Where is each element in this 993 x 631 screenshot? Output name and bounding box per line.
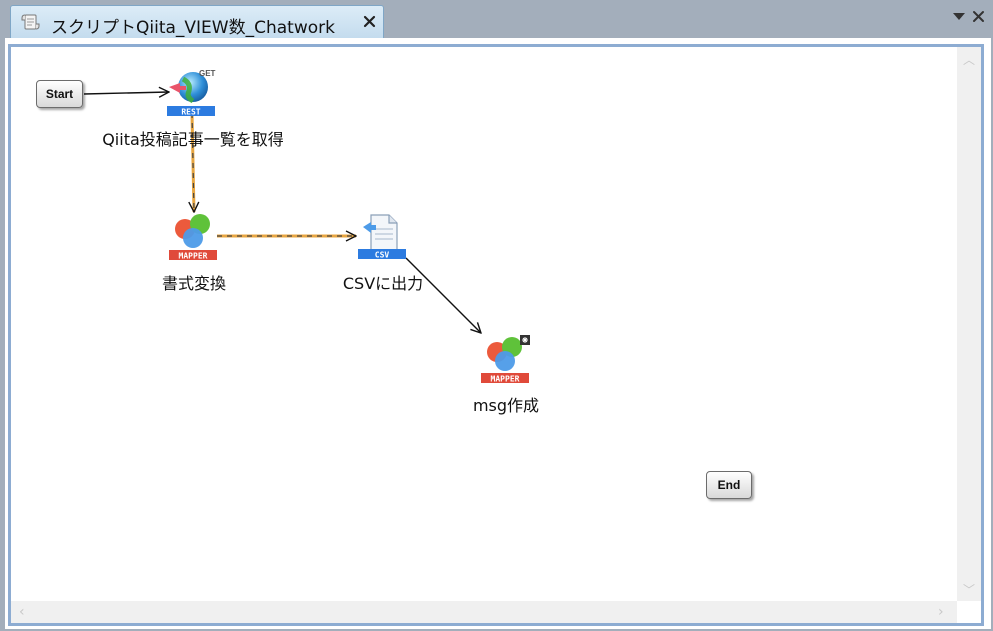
node-label-format-convert: 書式変換 — [161, 274, 227, 293]
scroll-up-icon[interactable]: ︿ — [963, 53, 976, 67]
close-icon[interactable] — [362, 14, 377, 29]
scroll-right-icon[interactable]: › — [938, 604, 944, 620]
msg-mapper-badge: MAPPER — [491, 375, 520, 384]
connector-start-rest — [83, 92, 169, 94]
panel-close-icon[interactable] — [972, 10, 985, 23]
start-node[interactable]: Start — [36, 80, 83, 108]
flow-canvas[interactable]: Start GET REST Qiita投稿記事一覧を取得 MAPPER 書式変… — [8, 44, 984, 626]
rest-icon[interactable]: GET REST — [166, 67, 218, 117]
csv-badge: CSV — [375, 251, 390, 260]
mapper-icon[interactable]: MAPPER — [168, 211, 220, 261]
end-node[interactable]: End — [706, 471, 752, 499]
rest-method: GET — [199, 69, 216, 78]
flow-connectors — [83, 47, 957, 601]
script-icon — [21, 14, 40, 30]
horizontal-scrollbar[interactable]: ‹ › — [11, 601, 957, 623]
msg-mapper-icon[interactable]: MAPPER — [480, 332, 534, 384]
rest-badge: REST — [181, 108, 200, 117]
node-label-csv-output: CSVに出力 — [342, 274, 424, 293]
node-label-qiita-fetch: Qiita投稿記事一覧を取得 — [102, 130, 284, 149]
scroll-left-icon[interactable]: ‹ — [19, 604, 25, 620]
vertical-scrollbar[interactable]: ︿ ﹀ — [957, 47, 981, 601]
script-tab[interactable]: スクリプトQiita_VIEW数_Chatwork — [10, 5, 384, 38]
chevron-down-icon[interactable] — [952, 10, 966, 22]
scroll-down-icon[interactable]: ﹀ — [963, 583, 976, 597]
connector-csv-msg — [405, 257, 481, 333]
node-label-msg-create: msg作成 — [472, 396, 540, 415]
csv-icon[interactable]: CSV — [357, 213, 409, 261]
tab-title: スクリプトQiita_VIEW数_Chatwork — [51, 18, 335, 38]
mapper-badge: MAPPER — [179, 252, 208, 261]
